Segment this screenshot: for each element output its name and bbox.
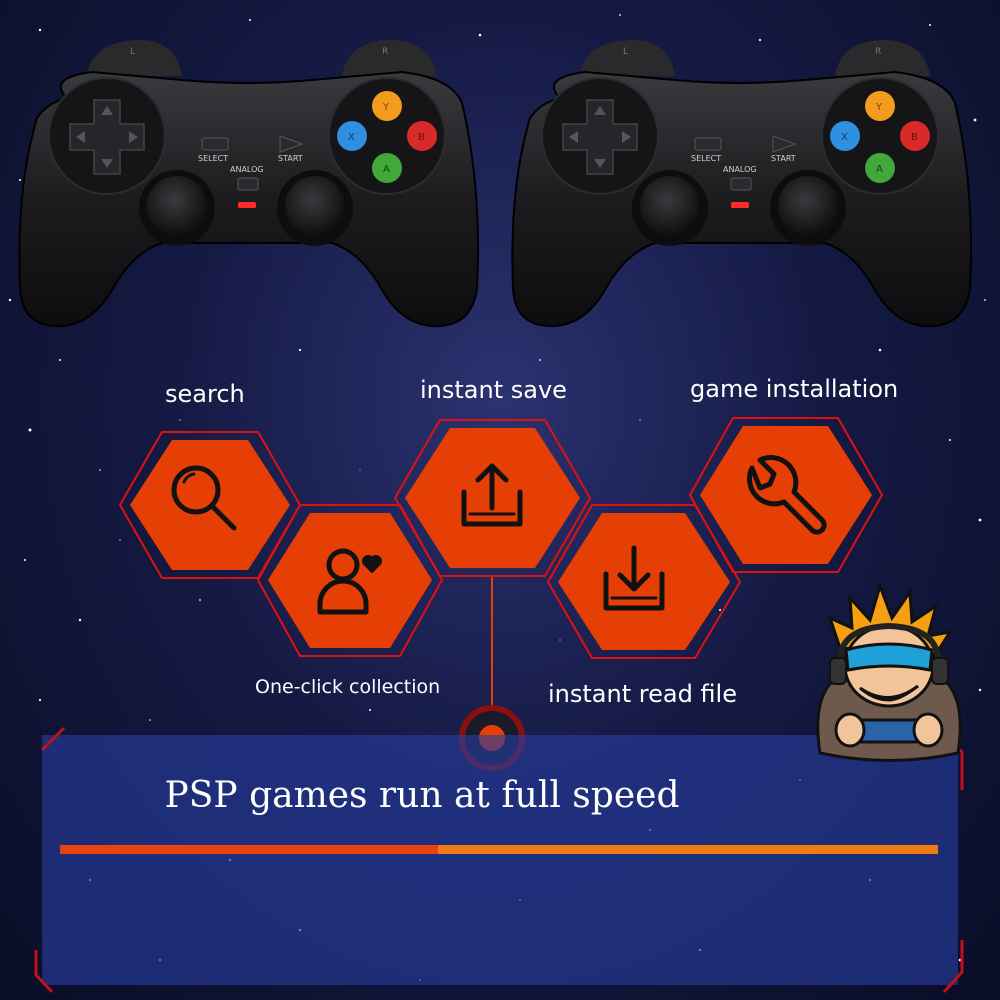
dpad (69, 99, 145, 175)
gamer-mascot (816, 581, 962, 762)
button-right-label: B (911, 132, 918, 143)
banner-headline: PSP games run at full speed (164, 775, 680, 816)
mascot-headphones (836, 622, 942, 665)
button-left (337, 121, 367, 151)
shoulder-right (835, 40, 930, 76)
analog-button (730, 177, 752, 191)
button-top-label: Y (875, 102, 883, 113)
feature-label-search: search (165, 380, 245, 408)
start-label: START (278, 154, 303, 163)
dpad (562, 99, 638, 175)
hex-instant-read-file[interactable] (546, 504, 742, 659)
feature-label-one-click-collection: One-click collection (255, 676, 441, 698)
right-stick (778, 176, 838, 236)
speed-banner: PSP games run at full speed (42, 735, 958, 985)
left-stick (640, 176, 700, 236)
analog-button (237, 177, 259, 191)
button-bottom (372, 153, 402, 183)
select-label: SELECT (198, 154, 228, 163)
upload-tray-icon (461, 463, 523, 527)
analog-led (731, 202, 749, 208)
user-heart-icon (317, 548, 382, 615)
gamepad-right: L R Y X B A SELECT START ANALOG (511, 40, 972, 328)
right-stick (285, 176, 345, 236)
feature-label-instant-save: instant save (420, 376, 567, 404)
left-stick (147, 176, 207, 236)
button-bottom-label: A (876, 164, 883, 175)
shoulder-left-label: L (623, 47, 628, 57)
analog-label: ANALOG (230, 165, 264, 174)
start-button (772, 135, 797, 153)
select-button (694, 137, 722, 151)
analog-led (238, 202, 256, 208)
hex-search[interactable] (118, 431, 302, 579)
gamepad-left: L R Y X B A SELECT START ANALOG (18, 40, 479, 328)
hex-collection[interactable] (256, 504, 444, 657)
button-top (372, 91, 402, 121)
feature-label-instant-read-file: instant read file (548, 680, 737, 708)
button-right (407, 121, 437, 151)
button-left-label: X (348, 132, 355, 143)
shoulder-left (580, 40, 675, 76)
download-tray-icon (603, 545, 665, 611)
button-bottom (865, 153, 895, 183)
shoulder-right (342, 40, 437, 76)
speed-progress-fill (60, 845, 438, 854)
wrench-icon (747, 455, 827, 535)
button-left (830, 121, 860, 151)
start-label: START (771, 154, 796, 163)
shoulder-right-label: R (875, 47, 881, 57)
button-right-label: B (418, 132, 425, 143)
feature-label-game-installation: game installation (690, 375, 899, 403)
shoulder-left (87, 40, 182, 76)
shoulder-left-label: L (130, 47, 135, 57)
button-right (900, 121, 930, 151)
button-top-label: Y (382, 102, 390, 113)
button-top (865, 91, 895, 121)
select-button (201, 137, 229, 151)
button-left-label: X (841, 132, 848, 143)
start-button (279, 135, 304, 153)
analog-label: ANALOG (723, 165, 757, 174)
speed-progress-bar (60, 845, 938, 854)
mascot-visor (844, 642, 934, 672)
shoulder-right-label: R (382, 47, 388, 57)
select-label: SELECT (691, 154, 721, 163)
hex-game-installation[interactable] (688, 417, 884, 573)
button-bottom-label: A (383, 164, 390, 175)
search-icon (171, 465, 237, 531)
hex-instant-save[interactable] (393, 419, 592, 577)
